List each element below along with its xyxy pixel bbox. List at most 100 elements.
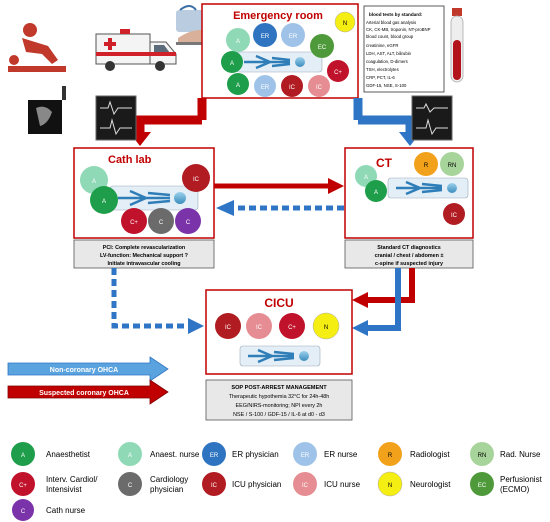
svg-text:A: A bbox=[374, 190, 378, 196]
badge-anaesthetist bbox=[227, 73, 249, 95]
svg-text:EC: EC bbox=[318, 45, 327, 51]
svg-text:RN: RN bbox=[448, 163, 457, 169]
svg-text:N: N bbox=[324, 325, 328, 331]
badge-er-nurse bbox=[254, 75, 276, 97]
svg-text:IC: IC bbox=[302, 483, 309, 489]
svg-text:IC: IC bbox=[193, 177, 200, 183]
badge-neurologist bbox=[312, 312, 340, 340]
svg-text:LV-function: Mechanical suppor: LV-function: Mechanical support ? bbox=[100, 253, 188, 259]
badge-radiologist bbox=[414, 152, 438, 176]
blood-tests-title: blood tests by standard: bbox=[369, 12, 423, 17]
arrow-er-to-cath bbox=[135, 115, 202, 133]
badge-rad-nurse bbox=[440, 152, 464, 176]
svg-text:C: C bbox=[21, 509, 26, 515]
svg-text:C: C bbox=[128, 483, 133, 489]
blood-test-item: GDF-15, NSE, S-100 bbox=[366, 83, 407, 88]
svg-text:ER: ER bbox=[261, 85, 270, 91]
legend-item-icu-nurse: IC ICU nurse bbox=[293, 472, 361, 496]
svg-text:C+: C+ bbox=[334, 70, 342, 76]
svg-text:Radiologist: Radiologist bbox=[410, 450, 450, 459]
ambulance-icon bbox=[95, 29, 177, 71]
legend-item-interv-cardiol: C+ Interv. Cardiol/ Intensivist bbox=[11, 472, 98, 496]
ct-monitor-icon bbox=[411, 95, 453, 141]
svg-text:EEG/NIRS-monitoring; NPI every: EEG/NIRS-monitoring; NPI every 2h bbox=[236, 403, 323, 409]
svg-text:Rad. Nurse: Rad. Nurse bbox=[500, 450, 541, 459]
svg-text:ICU physician: ICU physician bbox=[232, 480, 281, 489]
badge-anaesthetist bbox=[90, 186, 118, 214]
blood-tube-icon bbox=[450, 8, 464, 83]
svg-text:cranial / chest / abdomen ±: cranial / chest / abdomen ± bbox=[375, 253, 444, 259]
legend-item-perfusionist: EC Perfusionist (ECMO) bbox=[470, 472, 543, 496]
svg-text:Initiate intravascular cooling: Initiate intravascular cooling bbox=[107, 261, 180, 267]
coronary-arrow: Suspected coronary OHCA bbox=[7, 379, 169, 405]
cath-lab-title: Cath lab bbox=[108, 154, 152, 166]
badge-er-physician bbox=[253, 23, 277, 47]
legend-item-cath-nurse: C Cath nurse bbox=[12, 499, 86, 521]
arrow-ct-to-cicu-red bbox=[366, 268, 415, 303]
svg-text:Neurologist: Neurologist bbox=[410, 480, 451, 489]
legend-item-er-physician: ER ER physician bbox=[202, 442, 279, 466]
badge-anaesthetist bbox=[221, 51, 243, 73]
svg-text:IC: IC bbox=[316, 85, 323, 91]
echo-monitor-icon bbox=[28, 86, 66, 134]
badge-icu-physician bbox=[281, 75, 303, 97]
svg-text:A: A bbox=[364, 175, 368, 181]
arrow-ct-to-cicu-blue bbox=[366, 268, 401, 331]
emergency-room-title: Emergency room bbox=[233, 10, 323, 22]
svg-text:ER: ER bbox=[261, 34, 270, 40]
svg-text:A: A bbox=[92, 179, 96, 185]
svg-text:C: C bbox=[159, 220, 164, 226]
ct-patient-figure bbox=[387, 177, 469, 199]
arrow-er-to-ct bbox=[358, 115, 415, 133]
cath-patient-figure bbox=[109, 185, 199, 211]
svg-text:C: C bbox=[186, 220, 191, 226]
non-coronary-arrow: Non-coronary OHCA bbox=[7, 356, 169, 382]
cicu-patient-figure bbox=[239, 345, 321, 367]
svg-text:IC: IC bbox=[289, 85, 296, 91]
svg-text:Therapeutic hypothemia 32°C f: Therapeutic hypothemia 32°C for 24h-48h bbox=[229, 394, 329, 400]
svg-text:IC: IC bbox=[256, 325, 263, 331]
legend-item-rad-nurse: RN Rad. Nurse bbox=[470, 442, 541, 466]
svg-text:(ECMO): (ECMO) bbox=[500, 485, 530, 494]
blood-test-item: CRP, PCT, IL-6 bbox=[366, 75, 395, 80]
legend-item-anaest-nurse: A Anaest. nurse bbox=[118, 442, 200, 466]
legend-item-anaesthetist: A Anaesthetist bbox=[11, 442, 91, 466]
badge-er-nurse bbox=[281, 23, 305, 47]
legend-item-er-nurse: ER ER nurse bbox=[293, 442, 358, 466]
svg-text:ER: ER bbox=[210, 453, 219, 459]
badge-icu-nurse bbox=[308, 75, 330, 97]
blood-test-item: CK, CK-MB, troponin, NT-proBNP bbox=[366, 27, 431, 32]
svg-text:C+: C+ bbox=[19, 483, 27, 489]
svg-text:Anaesthetist: Anaesthetist bbox=[46, 450, 91, 459]
legend-item-radiologist: R Radiologist bbox=[378, 442, 450, 466]
legend-item-icu-physician: IC ICU physician bbox=[202, 472, 281, 496]
svg-text:Cath nurse: Cath nurse bbox=[46, 506, 86, 515]
blood-test-item: coagulation, D-dimers bbox=[366, 59, 408, 64]
svg-text:IC: IC bbox=[451, 213, 458, 219]
svg-text:R: R bbox=[388, 453, 393, 459]
svg-text:c-spine if suspected injury: c-spine if suspected injury bbox=[375, 261, 443, 267]
svg-text:Cardiology: Cardiology bbox=[150, 475, 188, 484]
cath-info-box bbox=[73, 239, 215, 269]
er-patient-figure bbox=[235, 51, 323, 73]
svg-text:PCI: Complete revascularizatio: PCI: Complete revascularization bbox=[103, 245, 185, 251]
svg-text:Intensivist: Intensivist bbox=[46, 485, 82, 494]
badge-icu-nurse bbox=[246, 313, 272, 339]
svg-text:A: A bbox=[230, 61, 234, 67]
ct-info-box bbox=[344, 239, 474, 269]
badge-interv-cardiol bbox=[279, 313, 305, 339]
svg-text:ER: ER bbox=[289, 34, 298, 40]
svg-text:ICU nurse: ICU nurse bbox=[324, 480, 361, 489]
svg-text:Standard CT diagnostics: Standard CT diagnostics bbox=[377, 245, 441, 251]
svg-text:EC: EC bbox=[478, 483, 487, 489]
badge-interv-cardiol bbox=[121, 208, 147, 234]
svg-text:ER: ER bbox=[301, 453, 310, 459]
badge-cath-nurse bbox=[175, 208, 201, 234]
svg-text:Anaest. nurse: Anaest. nurse bbox=[150, 450, 200, 459]
badge-anaest-nurse bbox=[226, 28, 250, 52]
svg-text:Non-coronary OHCA: Non-coronary OHCA bbox=[50, 367, 118, 374]
svg-text:C+: C+ bbox=[130, 220, 138, 226]
svg-text:ER physician: ER physician bbox=[232, 450, 279, 459]
ct-title: CT bbox=[376, 156, 393, 170]
